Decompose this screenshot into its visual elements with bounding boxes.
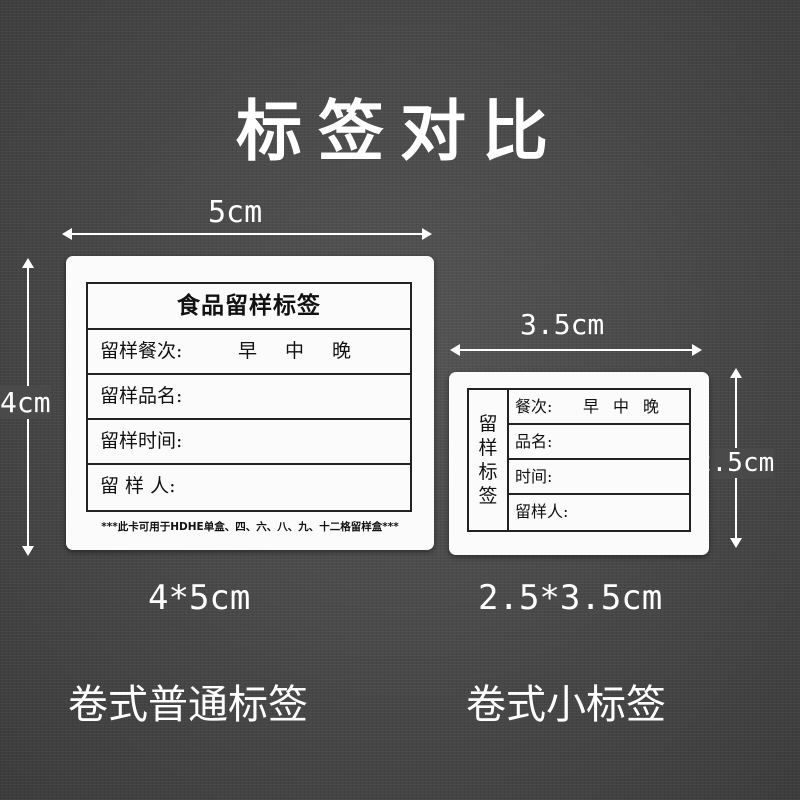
big-height-label: 4cm bbox=[0, 386, 51, 419]
big-label-card: 食品留样标签 留样餐次: 早 中 晚 留样品名: 留样时间: 留 样 人: ***此… bbox=[66, 256, 434, 550]
big-name-caption: 卷式普通标签 bbox=[68, 682, 308, 728]
page-title: 标签对比 bbox=[236, 93, 564, 170]
meal-lunch: 中 bbox=[285, 340, 305, 362]
meal-breakfast: 早 bbox=[583, 397, 600, 416]
small-name-caption: 卷式小标签 bbox=[466, 682, 666, 728]
big-label-meals: 早中晚 bbox=[238, 330, 379, 373]
big-label-note: ***此卡可用于HDHE单盒、四、六、八、九、十二格留样盒*** bbox=[101, 521, 399, 533]
small-side-char: 样 bbox=[478, 437, 498, 459]
big-label-row-person: 留 样 人: bbox=[100, 475, 176, 497]
small-label-row-person: 留样人: bbox=[515, 502, 569, 521]
big-label-row-name: 留样品名: bbox=[88, 375, 410, 420]
small-side-char: 留 bbox=[478, 413, 498, 435]
small-label-row-name: 品名: bbox=[509, 425, 689, 460]
big-label-frame: 食品留样标签 留样餐次: 早 中 晚 留样品名: 留样时间: 留 样 人: bbox=[86, 282, 412, 512]
small-label-side: 留 样 标 签 bbox=[469, 390, 509, 530]
meal-dinner: 晚 bbox=[332, 340, 352, 362]
meal-lunch: 中 bbox=[613, 397, 630, 416]
big-label-heading: 食品留样标签 bbox=[88, 284, 410, 330]
small-label-meals: 早中晚 bbox=[583, 390, 673, 423]
small-label-rows: 餐次: 早中晚 品名: 时间: 留样人: bbox=[509, 390, 689, 530]
small-label-frame: 留 样 标 签 餐次: 早中晚 品名: 时间: 留样人: bbox=[467, 388, 691, 532]
small-label-row-time: 时间: bbox=[509, 460, 689, 495]
small-width-arrow bbox=[450, 344, 702, 356]
big-width-arrow bbox=[62, 228, 432, 240]
meal-breakfast: 早 bbox=[238, 340, 258, 362]
small-height-label: 2.5cm bbox=[696, 448, 775, 478]
small-label-row-meal: 餐次: 早中晚 bbox=[509, 390, 689, 425]
small-side-char: 标 bbox=[478, 461, 498, 483]
small-label-card: 留 样 标 签 餐次: 早中晚 品名: 时间: 留样人: bbox=[449, 372, 709, 555]
big-label-row-time: 留样时间: bbox=[88, 420, 410, 465]
small-size-caption: 2.5*3.5cm bbox=[478, 578, 663, 618]
small-label-row-meal-text: 餐次: bbox=[515, 397, 553, 416]
big-label-row-meal: 留样餐次: 早 中 晚 bbox=[88, 330, 410, 375]
big-label-row-meal-text: 留样餐次: bbox=[100, 340, 183, 362]
meal-dinner: 晚 bbox=[643, 397, 660, 416]
small-width-label: 3.5cm bbox=[520, 308, 605, 341]
big-size-caption: 4*5cm bbox=[148, 578, 251, 618]
big-width-label: 5cm bbox=[208, 195, 263, 230]
small-side-char: 签 bbox=[478, 485, 498, 507]
